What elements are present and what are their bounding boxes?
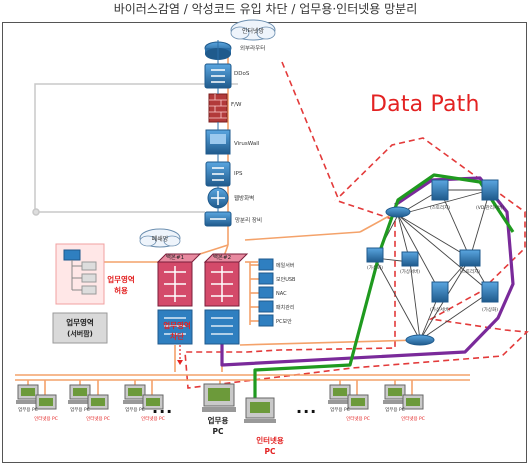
cluster-node-label: (VDI관리서버) (476, 204, 504, 211)
ellipsis-left: ... (152, 398, 174, 417)
pc-top-label: 업무용 PC (125, 406, 145, 413)
top-node-label: 외부라우터 (240, 44, 265, 52)
cluster-node-label: (가상서버) (430, 306, 450, 313)
top-node-label: 웹방화벽 (234, 194, 254, 202)
pc-center-bottom-2: PC (264, 447, 275, 456)
top-node-label: 인터넷망 (242, 27, 265, 35)
purple-path (220, 176, 515, 367)
server-port-label: 메일서버 (276, 262, 294, 269)
data-path-label: Data Path (370, 92, 480, 117)
pc-top-label: 업무용 PC (385, 406, 405, 413)
top-node-label: DDoS (234, 71, 250, 77)
server-port-label: PC보안 (276, 318, 292, 325)
pc-bottom-label: 인터넷용 PC (401, 415, 425, 422)
pc-bottom-label: 인터넷용 PC (86, 415, 110, 422)
pc-top-label: 업무용 PC (18, 406, 38, 413)
pc-row: 업무용 PC 인터넷용 PC 업무용 PC 인터넷용 PC 업무용 PC 인터넷… (16, 383, 425, 456)
router-icon: 외부라우터 (204, 41, 265, 60)
pc-bottom-label: 인터넷용 PC (34, 415, 58, 422)
data-path-region (184, 61, 529, 389)
cluster-node-label: (가상화) (482, 306, 498, 313)
l3-switch-icon (157, 309, 193, 345)
pc-center-bottom-1: 인터넷용 (256, 435, 284, 445)
server-farm: 업무영역 (서버팜) (52, 243, 108, 344)
core-switch-label: 백본#2 (213, 253, 231, 261)
ddos-switch-icon: DDoS (204, 63, 250, 89)
server-loop (32, 83, 238, 216)
pc-pair: 업무용 PC 인터넷용 PC (328, 384, 370, 422)
server-zone-title: 업무영역 (66, 317, 94, 327)
pc-pair-center: 업무용 PC 인터넷용 PC (202, 383, 284, 456)
top-node-label: F/W (231, 102, 242, 108)
pc-pair: 업무용 PC 인터넷용 PC (68, 384, 110, 422)
block-label-line2: 차단 (170, 331, 184, 341)
cloud-mid-label: 폐쇄망 (152, 235, 169, 243)
pc-pair: 업무용 PC 인터넷용 PC (383, 384, 425, 422)
top-device-chain: 인터넷망 외부라우터 DDoS F/W VirusWall (204, 19, 276, 227)
green-path (253, 173, 515, 415)
pc-top-label: 업무용 PC (330, 406, 350, 413)
pc-pair: 업무용 PC 인터넷용 PC (123, 384, 165, 422)
l3-switch-icon (204, 309, 240, 345)
server-port-label: 패치관리 (276, 304, 294, 311)
viruswall-icon: VirusWall (205, 129, 260, 155)
server-port-label: NAC (276, 291, 287, 297)
pc-center-top-1: 업무용 (208, 415, 229, 425)
pc-pair: 업무용 PC 인터넷용 PC (16, 384, 58, 422)
top-node-label: VirusWall (234, 141, 260, 147)
core-switch-label: 백본#1 (166, 253, 184, 261)
server-zone-subtitle: (서버팜) (67, 329, 93, 338)
top-caption: 바이러스감염 / 악성코드 유입 차단 / 업무용·인터넷용 망분리 (113, 2, 418, 16)
allow-label-line2: 허용 (114, 285, 128, 295)
server-port-list: 메일서버 보안USB NAC 패치관리 PC보안 (258, 258, 296, 327)
cluster-nodes: (스토리지) (VDI관리서버) (가상화) (가상서버) (스토리지) (가상… (366, 179, 504, 346)
cluster-node-label: (스토리지) (430, 204, 450, 211)
core-switch-left: 백본#1 (156, 253, 202, 307)
pc-top-label: 업무용 PC (70, 406, 90, 413)
internet-cloud-icon: 인터넷망 (230, 19, 276, 41)
cluster-node-label: (가상화) (367, 264, 383, 271)
allow-label-line1: 업무영역 (107, 274, 135, 284)
waf-icon: 웹방화벽 (207, 187, 254, 209)
cluster-node-label: (가상서버) (400, 268, 420, 275)
top-node-label: IPS (234, 171, 243, 177)
separation-device-icon: 망분리 장비 (204, 211, 262, 227)
server-port-label: 보안USB (276, 276, 296, 283)
ellipsis-right: ... (296, 398, 318, 417)
top-node-label: 망분리 장비 (235, 216, 262, 224)
block-label-line1: 업무영역 (163, 320, 191, 330)
pc-bottom-label: 인터넷용 PC (141, 415, 165, 422)
closed-network-cloud-icon: 폐쇄망 (139, 228, 181, 248)
core-switch-right: 백본#2 (203, 253, 249, 307)
ips-switch-icon: IPS (205, 161, 243, 187)
pc-bottom-label: 인터넷용 PC (346, 415, 370, 422)
pc-center-top-2: PC (212, 427, 223, 436)
firewall-icon: F/W (208, 93, 242, 123)
cluster-node-label: (스토리지) (460, 268, 480, 275)
